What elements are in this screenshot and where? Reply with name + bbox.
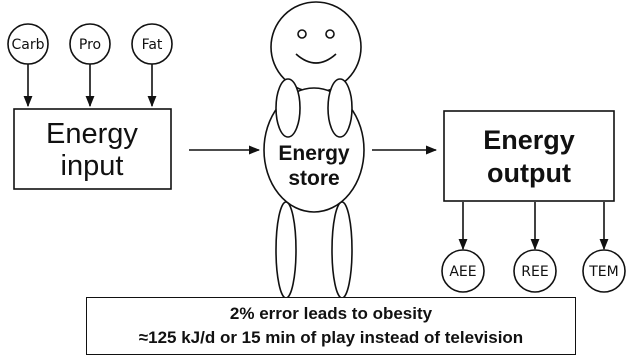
- caption-box: 2% error leads to obesity ≈125 kJ/d or 1…: [86, 297, 576, 355]
- energy-input-box: [13, 108, 172, 190]
- left-leg: [275, 201, 297, 299]
- energy-output-box: [443, 110, 615, 202]
- head: [270, 1, 362, 93]
- right-leg: [331, 201, 353, 299]
- tem-circle: [582, 249, 626, 293]
- energy-store-line1: Energy: [278, 142, 350, 165]
- right-arm: [327, 78, 353, 138]
- energy-input-line2: input: [61, 150, 124, 182]
- left-arm: [275, 78, 301, 138]
- pro-label: Pro: [79, 37, 101, 53]
- left-eye: [297, 29, 307, 39]
- right-eye: [325, 29, 335, 39]
- tem-label: TEM: [588, 264, 618, 280]
- energy-store-line2: store: [288, 167, 339, 190]
- energy-input-line1: Energy: [46, 118, 138, 150]
- aee-circle: [441, 249, 485, 293]
- carb-label: Carb: [12, 37, 45, 53]
- ree-circle: [513, 249, 557, 293]
- energy-output-line2: output: [487, 158, 571, 188]
- caption-line1: 2% error leads to obesity: [229, 304, 433, 323]
- energy-output-line1: Energy: [483, 125, 575, 155]
- ree-label: REE: [521, 264, 548, 280]
- fat-label: Fat: [142, 37, 163, 53]
- aee-label: AEE: [449, 264, 476, 280]
- caption-line2: ≈125 kJ/d or 15 min of play instead of t…: [138, 328, 524, 347]
- mouth: [295, 53, 337, 64]
